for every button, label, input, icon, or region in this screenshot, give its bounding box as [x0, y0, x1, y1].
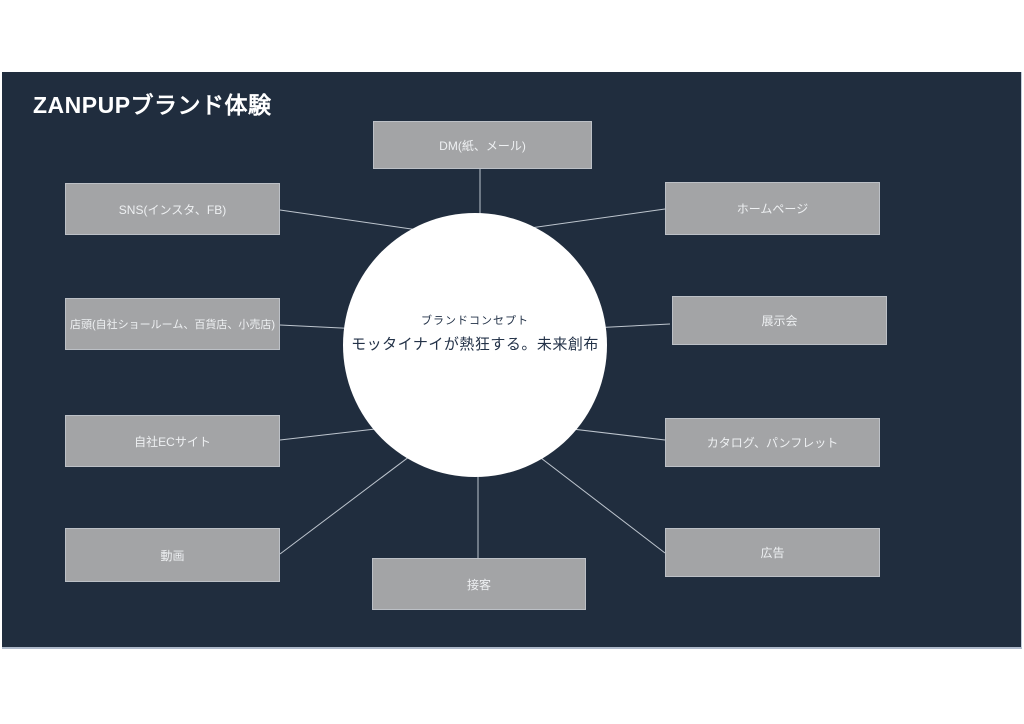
page-title: ZANPUPブランド体験 [33, 92, 272, 118]
node-sns: SNS(インスタ、FB) [65, 183, 280, 235]
node-advertising-label: 広告 [760, 546, 785, 560]
node-storefront-label: 店頭(自社ショールーム、百貨店、小売店) [70, 319, 275, 331]
node-homepage: ホームページ [665, 182, 880, 235]
node-dm-label: DM(紙、メール) [439, 138, 526, 153]
node-video-label: 動画 [160, 548, 185, 563]
node-service-label: 接客 [466, 577, 491, 592]
node-ec-site: 自社ECサイト [65, 415, 280, 467]
slide-canvas: ZANPUPブランド体験 DM(紙、メール) SNS(インスタ、FB) ホームペ… [2, 72, 1022, 649]
brand-concept-circle: ブランドコンセプト モッタイナイが熱狂する。未来創布 [343, 213, 607, 477]
node-exhibition: 展示会 [672, 296, 887, 345]
brand-concept-statement: モッタイナイが熱狂する。未来創布 [351, 336, 599, 353]
node-homepage-label: ホームページ [736, 202, 809, 216]
node-storefront: 店頭(自社ショールーム、百貨店、小売店) [65, 298, 280, 350]
node-advertising: 広告 [665, 528, 880, 577]
node-exhibition-label: 展示会 [761, 314, 798, 328]
node-sns-label: SNS(インスタ、FB) [118, 202, 227, 217]
node-ec-site-label: 自社ECサイト [134, 434, 211, 449]
node-dm: DM(紙、メール) [373, 121, 592, 169]
node-catalog-label: カタログ、パンフレット [706, 436, 839, 450]
node-catalog: カタログ、パンフレット [665, 418, 880, 467]
node-service: 接客 [372, 558, 586, 610]
brand-concept-label: ブランドコンセプト [420, 315, 529, 327]
brand-concept-text-block: ブランドコンセプト モッタイナイが熱狂する。未来創布 [351, 312, 599, 354]
node-video: 動画 [65, 528, 280, 582]
